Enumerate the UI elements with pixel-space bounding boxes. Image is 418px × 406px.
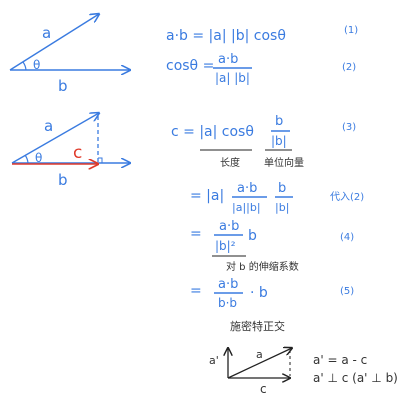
- vector-c-label: c: [260, 382, 267, 396]
- figure-1-angle-between-vectors: a θ b: [9, 14, 130, 95]
- equation-2-numerator: a·b: [218, 52, 238, 67]
- equation-5-denominator: |b|²: [215, 239, 236, 253]
- equation-1-tag: (1): [344, 25, 358, 36]
- equation-4: = |a| a·b |a||b| b |b| 代入(2): [190, 181, 364, 214]
- vector-a-label: a: [256, 348, 263, 361]
- angle-label: θ: [35, 151, 42, 165]
- equation-4-numerator-2: b: [278, 181, 286, 196]
- equation-5-numerator: a·b: [219, 219, 239, 234]
- equation-3-numerator: b: [275, 114, 283, 129]
- equation-1: a·b = |a| |b| cosθ (1): [166, 25, 358, 44]
- vector-b-label: b: [58, 77, 68, 95]
- figure-2-projection: a θ c b: [11, 113, 130, 189]
- equation-5-tag: (4): [340, 232, 354, 243]
- equation-6-tag: (5): [340, 286, 354, 297]
- scaling-coefficient-note: 对 b 的伸缩系数: [226, 260, 299, 273]
- right-angle-mark: [98, 157, 103, 163]
- equation-2-tag: (2): [342, 62, 356, 73]
- vector-b-label: b: [58, 171, 68, 189]
- schmidt-orthogonalization-note: 施密特正交: [230, 319, 285, 333]
- equation-6-denominator: b·b: [218, 296, 237, 310]
- equation-5-rhs: b: [248, 228, 257, 244]
- equation-3-denominator: |b|: [271, 134, 287, 148]
- vector-a-arrow: [227, 348, 292, 379]
- vector-a-label: a: [44, 117, 53, 135]
- equation-3: c = |a| cosθ b |b| (3) 长度 单位向量: [171, 114, 356, 169]
- equation-4-tag: 代入(2): [330, 191, 364, 203]
- orthogonal-relations: a' = a - c a' ⊥ c (a' ⊥ b): [313, 353, 398, 385]
- orthogonality-statement: a' ⊥ c (a' ⊥ b): [313, 371, 398, 385]
- equation-4-lhs: = |a|: [190, 188, 224, 204]
- equation-3-tag: (3): [342, 122, 356, 133]
- equation-2-lhs: cosθ =: [166, 58, 214, 74]
- equation-6-numerator: a·b: [218, 277, 238, 292]
- equation-4-numerator-1: a·b: [237, 181, 257, 196]
- equation-2: cosθ = a·b |a| |b| (2): [166, 52, 356, 85]
- equation-3-lhs: c = |a| cosθ: [171, 124, 254, 140]
- length-note: 长度: [220, 156, 240, 169]
- equation-6: = a·b b·b · b (5) 施密特正交: [190, 277, 354, 333]
- angle-arc: [24, 154, 29, 164]
- a-prime-definition: a' = a - c: [313, 353, 367, 367]
- equation-2-denominator: |a| |b|: [215, 71, 250, 85]
- vector-a-arrow: [9, 14, 99, 71]
- vector-c-label: c: [73, 143, 82, 163]
- equation-5: = a·b |b|² b (4) 对 b 的伸缩系数: [190, 219, 354, 273]
- figure-3-orthogonalization: a' a c: [209, 348, 292, 396]
- equation-6-rhs: · b: [250, 285, 268, 301]
- equation-6-lhs: =: [190, 283, 202, 299]
- vector-a-arrow: [11, 113, 99, 164]
- angle-label: θ: [33, 58, 40, 72]
- vector-a-label: a: [42, 24, 51, 42]
- equation-4-denominator-2: |b|: [275, 201, 289, 214]
- equation-4-denominator-1: |a||b|: [232, 201, 261, 214]
- equation-1-text: a·b = |a| |b| cosθ: [166, 28, 286, 44]
- angle-arc: [22, 61, 27, 71]
- unit-vector-note: 单位向量: [264, 156, 304, 169]
- equation-5-lhs: =: [190, 226, 202, 242]
- vector-a-prime-label: a': [209, 354, 219, 367]
